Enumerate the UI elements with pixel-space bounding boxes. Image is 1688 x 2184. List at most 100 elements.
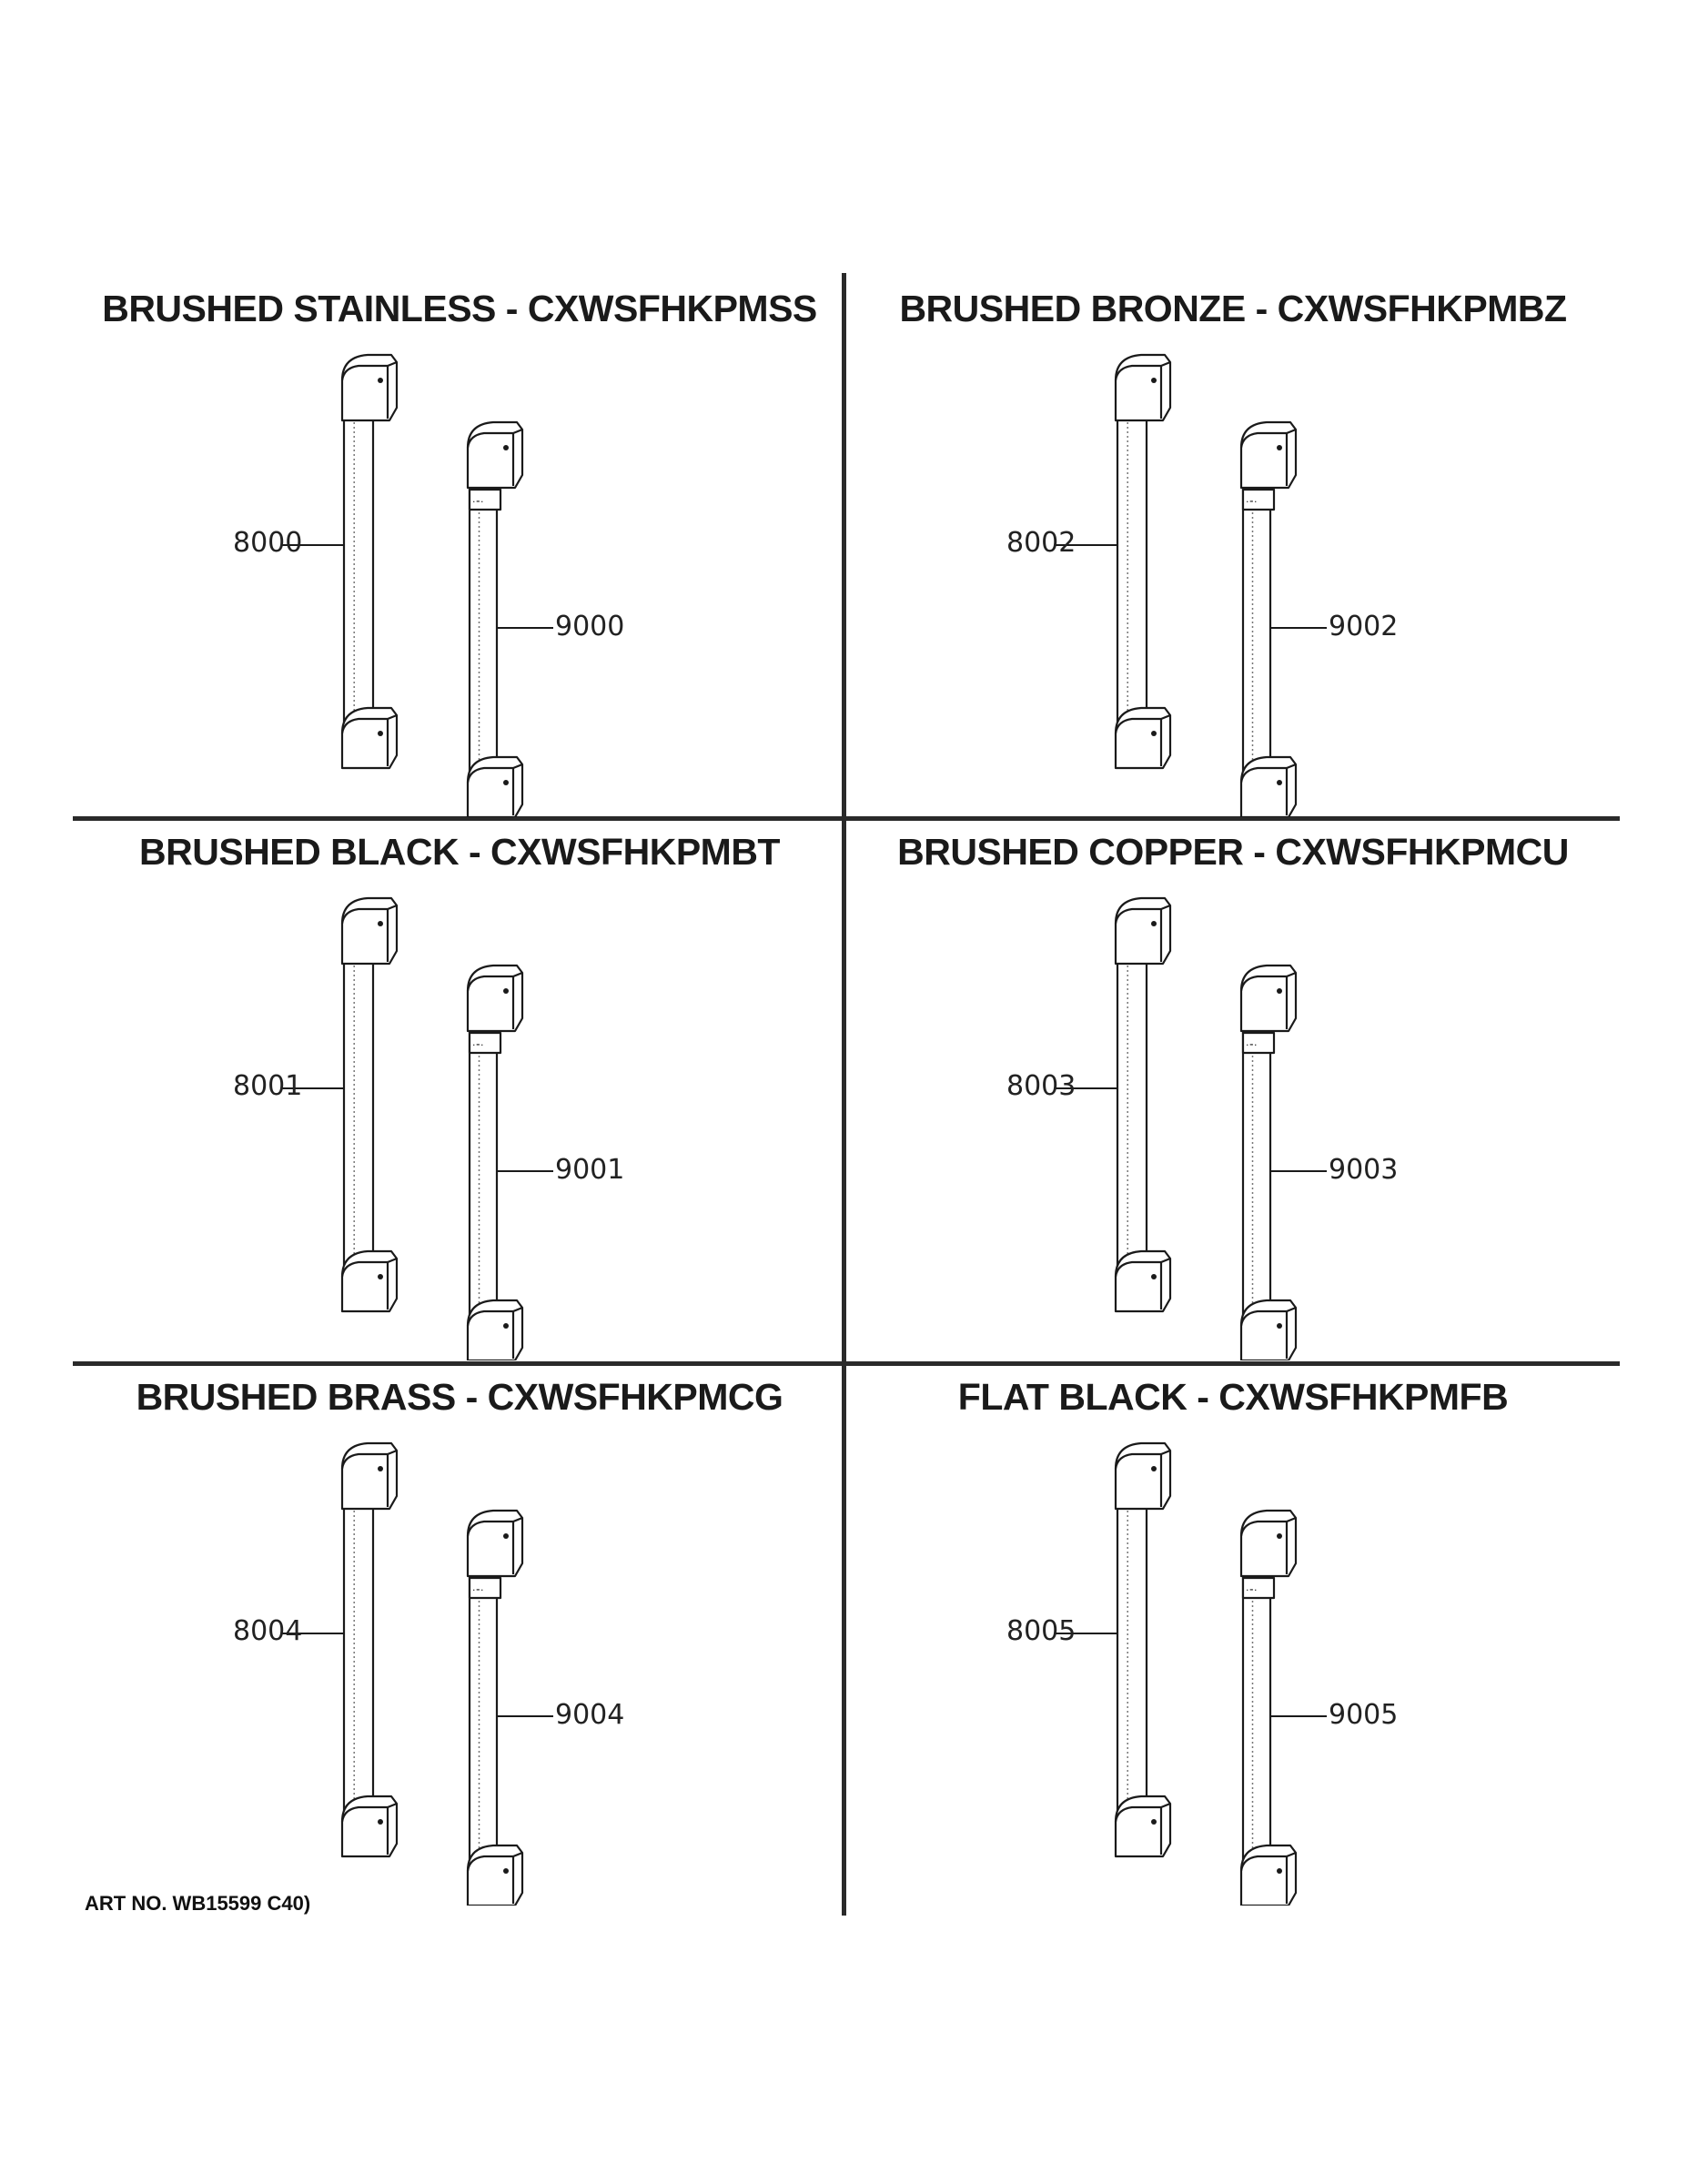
collar-marking: ·⁃· (1246, 496, 1258, 508)
handle-kit-panel-brushed-brass: BRUSHED BRASS - CXWSFHKPMCG ·⁃· 8004 900… (73, 1361, 846, 1906)
short-handle-top-cap-screw-hole (1277, 1533, 1282, 1539)
short-handle-bottom-cap-screw-hole (503, 780, 509, 785)
handle-pair-illustration: ·⁃· (282, 1441, 553, 1906)
undefined (1116, 404, 1148, 733)
handle-kit-panel-brushed-black: BRUSHED BLACK - CXWSFHKPMBT ·⁃· 8001 900… (73, 816, 846, 1360)
handle-kit-panel-flat-black: FLAT BLACK - CXWSFHKPMFB ·⁃· 8005 9005 (846, 1361, 1620, 1906)
part-number-left: 8000 (233, 527, 303, 559)
long-handle-top-cap-screw-hole (378, 1466, 383, 1471)
short-handle-bottom-cap-edge (1239, 763, 1297, 784)
short-handle-bottom-cap-edge (466, 1306, 523, 1327)
long-handle-bottom-cap-edge (340, 1257, 398, 1278)
part-number-right: 9001 (555, 1154, 625, 1186)
long-handle-top-cap-edge (340, 360, 398, 381)
long-handle-top-cap-screw-hole (1151, 378, 1157, 383)
collar-marking: ·⁃· (1246, 1039, 1258, 1051)
short-handle-top-cap-screw-hole (503, 445, 509, 450)
part-number-right: 9005 (1329, 1699, 1399, 1731)
long-handle-top-cap-edge (340, 1449, 398, 1470)
undefined (1241, 488, 1276, 511)
panel-title: FLAT BLACK - CXWSFHKPMFB (957, 1376, 1509, 1418)
panel-title: BRUSHED STAINLESS - CXWSFHKPMSS (102, 288, 817, 329)
long-handle-top-cap-screw-hole (378, 921, 383, 926)
short-handle-top-cap-screw-hole (1277, 445, 1282, 450)
short-handle-top-cap-edge (466, 428, 523, 449)
undefined (1241, 1560, 1272, 1871)
art-number: ART NO. WB15599 C40) (85, 1892, 311, 1915)
short-handle-bottom-cap-edge (466, 1851, 523, 1872)
undefined (1241, 1031, 1276, 1055)
undefined (342, 947, 375, 1277)
handle-kit-panel-brushed-bronze: BRUSHED BRONZE - CXWSFHKPMBZ ·⁃· 8002 90… (846, 273, 1620, 817)
short-handle-top-cap-edge (1239, 1516, 1297, 1537)
long-handle-bottom-cap-edge (1114, 1802, 1171, 1823)
short-handle-top-cap-screw-hole (503, 1533, 509, 1539)
undefined (1241, 471, 1272, 783)
short-handle-bottom-cap-screw-hole (1277, 1868, 1282, 1874)
collar-marking: ·⁃· (472, 1584, 484, 1596)
undefined (468, 1576, 502, 1600)
part-number-left: 8004 (233, 1615, 303, 1647)
long-handle-bottom-cap-screw-hole (378, 1819, 383, 1825)
vertical-divider (842, 273, 846, 1916)
short-handle-bottom-cap-screw-hole (503, 1323, 509, 1329)
part-number-right: 9003 (1329, 1154, 1399, 1186)
long-handle-bottom-cap-edge (340, 713, 398, 734)
long-handle-top-cap-edge (1114, 360, 1171, 381)
long-handle-top-cap-screw-hole (1151, 1466, 1157, 1471)
long-handle-bottom-cap-edge (1114, 1257, 1171, 1278)
undefined (468, 1560, 499, 1871)
undefined (468, 488, 502, 511)
long-handle-bottom-cap-screw-hole (1151, 1274, 1157, 1279)
collar-marking: ·⁃· (472, 1039, 484, 1051)
handle-kit-panel-brushed-copper: BRUSHED COPPER - CXWSFHKPMCU ·⁃· 8003 90… (846, 816, 1620, 1360)
panel-title: BRUSHED BRASS - CXWSFHKPMCG (136, 1376, 783, 1418)
short-handle-top-cap-screw-hole (503, 988, 509, 994)
part-number-left: 8002 (1006, 527, 1076, 559)
handle-pair-illustration: ·⁃· (282, 353, 553, 817)
short-handle-bottom-cap-screw-hole (1277, 780, 1282, 785)
long-handle-bottom-cap-screw-hole (1151, 731, 1157, 736)
long-handle-bottom-cap-screw-hole (378, 1274, 383, 1279)
short-handle-top-cap-edge (466, 1516, 523, 1537)
undefined (468, 471, 499, 783)
panel-title: BRUSHED BRONZE - CXWSFHKPMBZ (899, 288, 1567, 329)
long-handle-bottom-cap-edge (340, 1802, 398, 1823)
short-handle-bottom-cap-screw-hole (503, 1868, 509, 1874)
part-number-left: 8003 (1006, 1070, 1076, 1102)
collar-marking: ·⁃· (472, 496, 484, 508)
undefined (1116, 947, 1148, 1277)
panel-title: BRUSHED COPPER - CXWSFHKPMCU (897, 831, 1569, 873)
long-handle-bottom-cap-edge (1114, 713, 1171, 734)
long-handle-top-cap-edge (1114, 1449, 1171, 1470)
part-number-left: 8001 (233, 1070, 303, 1102)
part-number-left: 8005 (1006, 1615, 1076, 1647)
short-handle-top-cap-edge (1239, 971, 1297, 992)
part-number-right: 9004 (555, 1699, 625, 1731)
long-handle-top-cap-screw-hole (1151, 921, 1157, 926)
undefined (342, 404, 375, 733)
long-handle-top-cap-edge (1114, 904, 1171, 925)
panel-title: BRUSHED BLACK - CXWSFHKPMBT (139, 831, 780, 873)
undefined (1241, 1015, 1272, 1326)
horizontal-divider-2 (73, 1361, 1620, 1366)
long-handle-top-cap-edge (340, 904, 398, 925)
long-handle-bottom-cap-screw-hole (1151, 1819, 1157, 1825)
short-handle-top-cap-edge (1239, 428, 1297, 449)
long-handle-bottom-cap-screw-hole (378, 731, 383, 736)
part-number-right: 9000 (555, 611, 625, 642)
undefined (1241, 1576, 1276, 1600)
long-handle-top-cap-screw-hole (378, 378, 383, 383)
handle-pair-illustration: ·⁃· (282, 896, 553, 1360)
undefined (1116, 1492, 1148, 1822)
horizontal-divider-1 (73, 816, 1620, 821)
undefined (342, 1492, 375, 1822)
short-handle-top-cap-edge (466, 971, 523, 992)
undefined (468, 1015, 499, 1326)
short-handle-bottom-cap-edge (1239, 1851, 1297, 1872)
handle-pair-illustration: ·⁃· (1056, 353, 1327, 817)
handle-pair-illustration: ·⁃· (1056, 1441, 1327, 1906)
undefined (468, 1031, 502, 1055)
part-number-right: 9002 (1329, 611, 1399, 642)
short-handle-top-cap-screw-hole (1277, 988, 1282, 994)
